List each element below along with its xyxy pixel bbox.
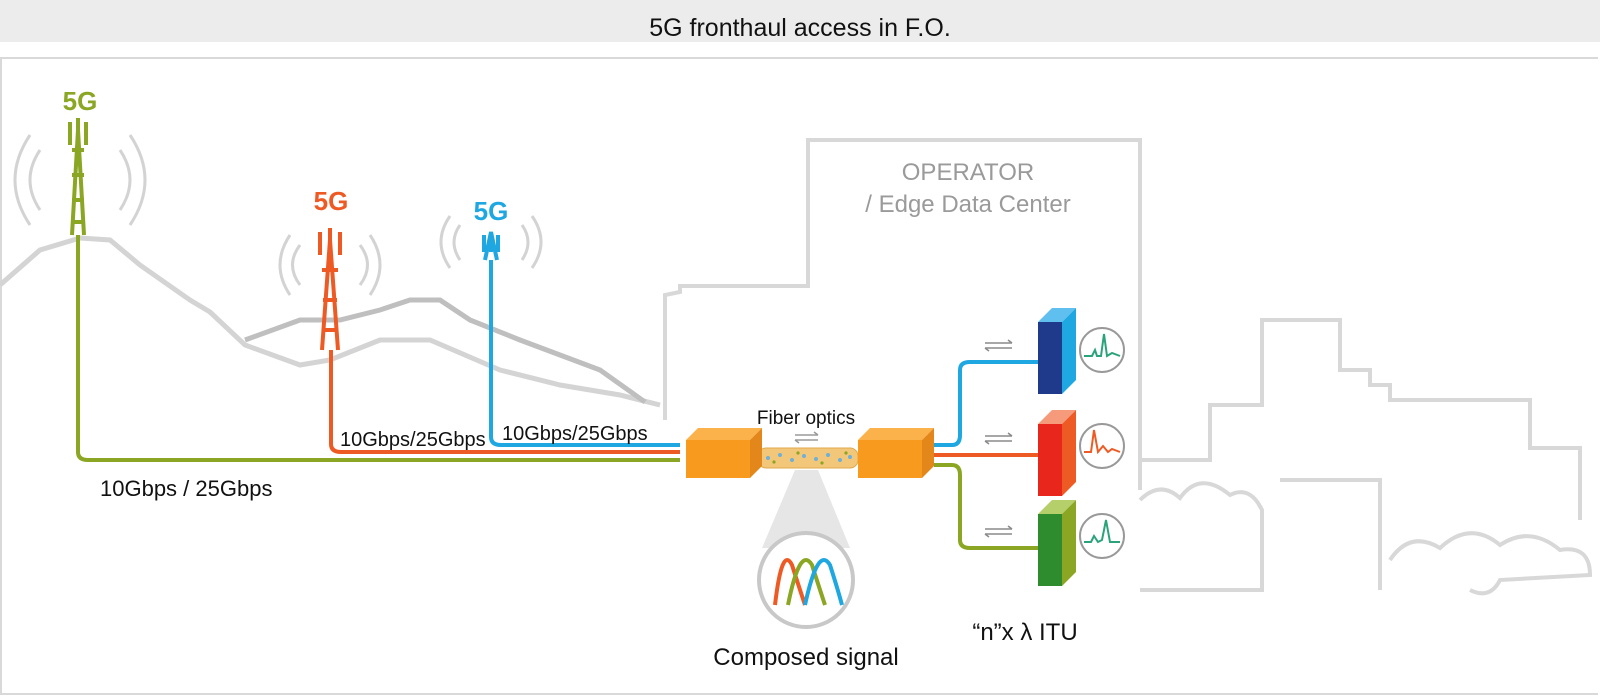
red-link bbox=[329, 350, 680, 454]
green-link bbox=[76, 235, 680, 462]
fiber-optics-label: Fiber optics bbox=[757, 408, 855, 429]
mux-right bbox=[858, 428, 934, 478]
tower-red bbox=[318, 228, 342, 351]
blue-link bbox=[489, 260, 680, 447]
channel-arrows-icon bbox=[984, 339, 1013, 538]
spectrum-icon-red bbox=[1079, 423, 1125, 469]
spectrum-icon-green bbox=[1079, 513, 1125, 559]
mux-left bbox=[686, 428, 762, 478]
tower-red-label: 5G bbox=[314, 186, 349, 216]
receiver-blue bbox=[1038, 308, 1076, 394]
blue-link-label: 10Gbps/25Gbps bbox=[502, 423, 648, 445]
mountains bbox=[0, 235, 661, 408]
city-skyline bbox=[663, 138, 1593, 596]
operator-line1: OPERATOR bbox=[902, 159, 1034, 186]
composed-signal-label: Composed signal bbox=[713, 644, 898, 671]
diagram-panel bbox=[0, 57, 1598, 695]
red-link-label: 10Gbps/25Gbps bbox=[340, 429, 486, 451]
tower-blue-label: 5G bbox=[474, 196, 509, 226]
tower-green bbox=[68, 118, 88, 236]
signal-waves bbox=[13, 134, 543, 296]
spectrum-icon-blue bbox=[1079, 327, 1125, 373]
fiber-links bbox=[76, 235, 680, 462]
demux-links bbox=[934, 360, 1038, 550]
receiver-green bbox=[1038, 500, 1076, 586]
composed-signal-icon bbox=[757, 531, 855, 629]
itu-label: “n”x λ ITU bbox=[972, 619, 1077, 646]
spotlight-beam bbox=[762, 470, 850, 548]
fiber-cable bbox=[757, 447, 859, 469]
page-title: 5G fronthaul access in F.O. bbox=[649, 14, 951, 42]
operator-line2: / Edge Data Center bbox=[865, 191, 1070, 218]
green-link-label: 10Gbps / 25Gbps bbox=[100, 476, 272, 501]
receiver-red bbox=[1038, 410, 1076, 496]
title-bar: 5G fronthaul access in F.O. bbox=[0, 0, 1600, 42]
tower-green-label: 5G bbox=[63, 86, 98, 116]
tower-blue bbox=[482, 231, 500, 261]
bidirectional-arrows-icon bbox=[794, 431, 819, 444]
